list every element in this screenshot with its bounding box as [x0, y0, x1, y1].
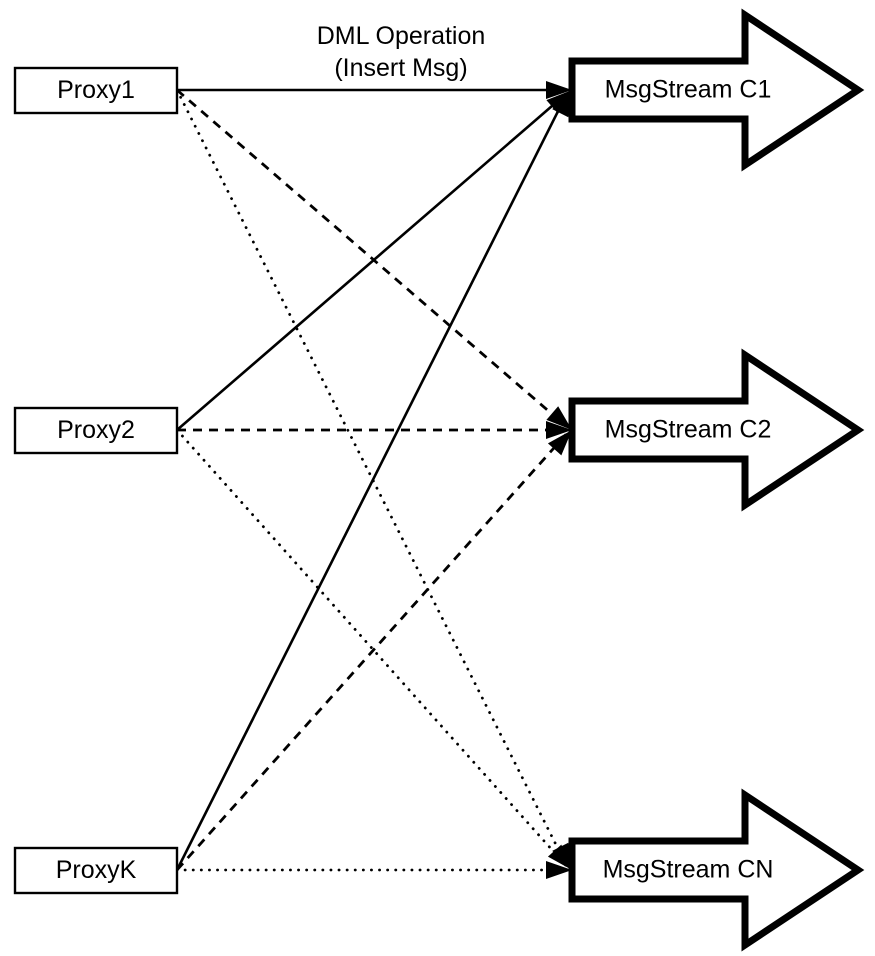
- caption-line-1: DML Operation: [317, 22, 486, 50]
- node-label: Proxy2: [57, 416, 135, 444]
- arrowhead-spike: [546, 421, 572, 439]
- arrowheads-layer: [546, 81, 572, 879]
- arrowhead-msgstream-c2: [546, 406, 572, 456]
- arrowhead-spike: [547, 844, 572, 870]
- node-box: [13, 846, 179, 895]
- arrowhead-spike: [552, 90, 572, 118]
- arrowhead-spike: [546, 406, 572, 430]
- arrowhead-spike: [546, 90, 572, 114]
- node-label: ProxyK: [56, 856, 137, 884]
- arrowhead-spike: [546, 81, 572, 99]
- node-box: [13, 406, 179, 455]
- arrowhead-spike: [546, 861, 572, 879]
- arrowhead-msgstream-cn: [546, 842, 572, 879]
- stream-msgstream-c2[interactable]: MsgStream C2: [568, 348, 865, 512]
- node-box: [13, 66, 179, 115]
- arrowhead-spike: [547, 430, 572, 456]
- edges-layer: [175, 88, 568, 872]
- node-proxy1[interactable]: Proxy1: [13, 66, 179, 115]
- stream-label: MsgStream C2: [605, 416, 772, 444]
- edge-proxyk-to-c1[interactable]: [175, 94, 568, 871]
- edge-proxy2-to-cn[interactable]: [175, 428, 568, 867]
- edge-proxy1-to-c2[interactable]: [176, 88, 567, 428]
- node-proxyk[interactable]: ProxyK: [13, 846, 179, 895]
- caption-line-2: (Insert Msg): [334, 54, 467, 82]
- stream-arrow-shape: [568, 8, 865, 172]
- stream-arrow-shape: [568, 788, 865, 952]
- stream-arrow-shape: [568, 348, 865, 512]
- stream-msgstream-cn[interactable]: MsgStream CN: [568, 788, 865, 952]
- edge-proxy2-to-c1[interactable]: [176, 92, 567, 431]
- edge-proxy1-to-cn[interactable]: [175, 88, 568, 867]
- streams-layer: MsgStream C1 MsgStream C2 MsgStream CN: [568, 8, 865, 952]
- stream-label: MsgStream C1: [605, 76, 772, 104]
- arrowhead-msgstream-c1: [546, 81, 572, 118]
- edge-proxyk-to-c2[interactable]: [175, 433, 568, 871]
- node-proxy2[interactable]: Proxy2: [13, 406, 179, 455]
- stream-msgstream-c1[interactable]: MsgStream C1: [568, 8, 865, 172]
- node-label: Proxy1: [57, 76, 135, 104]
- stream-label: MsgStream CN: [603, 856, 774, 884]
- dml-operation-caption: DML Operation (Insert Msg): [317, 22, 486, 82]
